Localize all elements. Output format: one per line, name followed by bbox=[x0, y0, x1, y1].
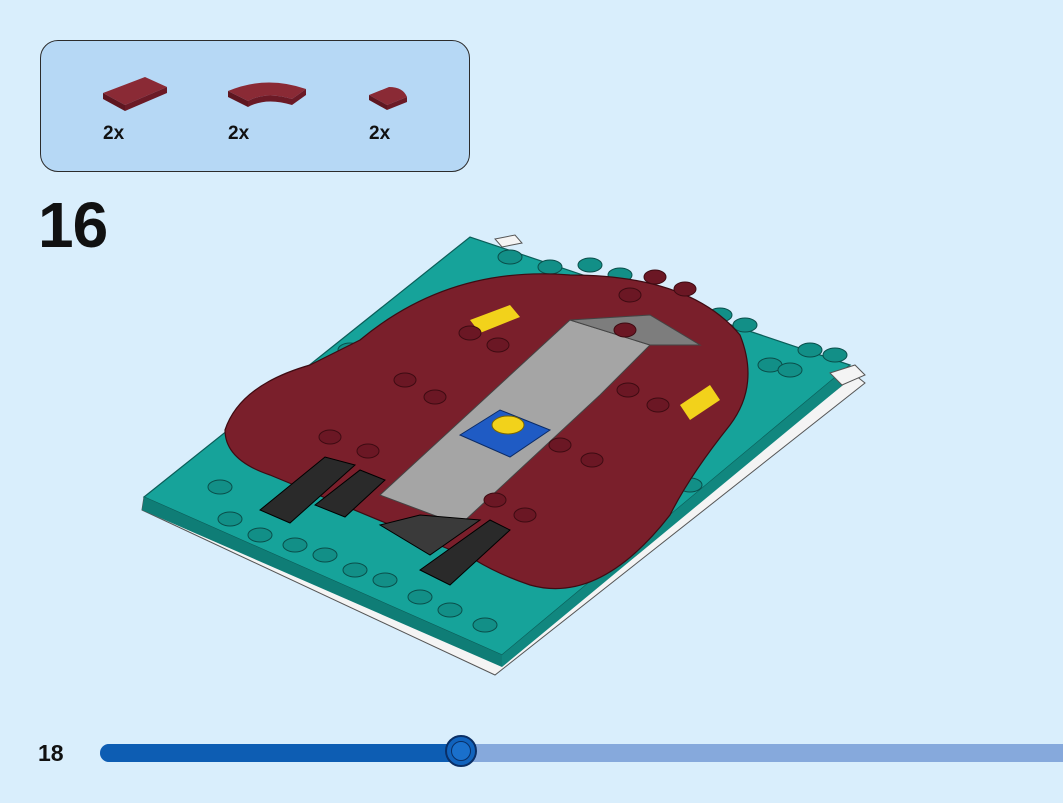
page-number: 18 bbox=[38, 740, 64, 766]
step-number: 16 bbox=[38, 189, 108, 261]
model-illustration bbox=[141, 234, 866, 676]
part-quantity: 2x bbox=[228, 123, 250, 144]
dark-red-tile-1x2-icon bbox=[103, 77, 167, 111]
progress-bar[interactable] bbox=[100, 735, 1063, 767]
parts-callout: 2x 2x 2x bbox=[40, 40, 470, 172]
part-item: 2x bbox=[101, 41, 211, 161]
part-item: 2x bbox=[226, 41, 336, 161]
dark-red-quarter-round-tile-icon bbox=[369, 87, 407, 110]
progress-fill bbox=[100, 744, 461, 762]
progress-knob[interactable] bbox=[445, 735, 477, 767]
part-item: 2x bbox=[367, 41, 477, 161]
part-quantity: 2x bbox=[369, 123, 391, 144]
part-quantity: 2x bbox=[103, 123, 125, 144]
dark-red-curved-tile-icon bbox=[228, 82, 306, 107]
